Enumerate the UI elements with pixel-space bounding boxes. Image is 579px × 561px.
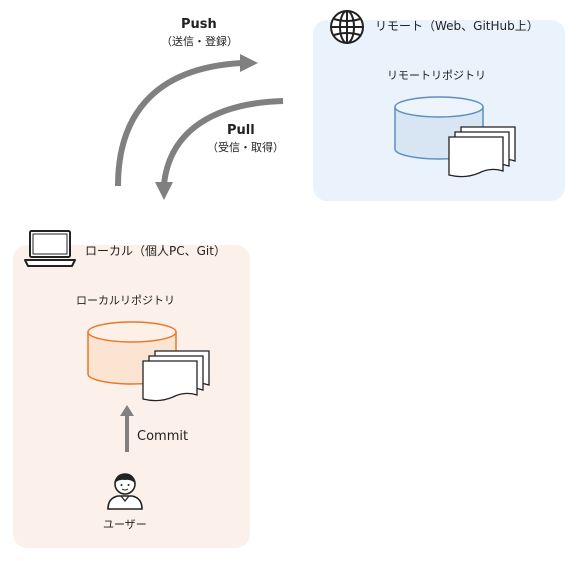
local-header: ローカル（個人PC、Git） [85, 244, 226, 258]
remote-repo-label: リモートリポジトリ [387, 69, 486, 82]
local-documents-icon [142, 350, 210, 402]
push-sublabel: （送信・登録） [161, 35, 238, 48]
user-icon [107, 473, 143, 510]
remote-header: リモート（Web、GitHub上） [375, 19, 539, 33]
push-label: Push [181, 17, 217, 32]
globe-icon [330, 10, 364, 44]
remote-documents-icon [448, 126, 516, 178]
laptop-icon [24, 230, 76, 267]
commit-label: Commit [137, 429, 189, 444]
local-repo-label: ローカルリポジトリ [76, 294, 175, 307]
pull-sublabel: （受信・取得） [207, 141, 284, 154]
user-label: ユーザー [103, 518, 147, 531]
pull-label: Pull [227, 123, 255, 138]
commit-arrow [120, 405, 134, 452]
